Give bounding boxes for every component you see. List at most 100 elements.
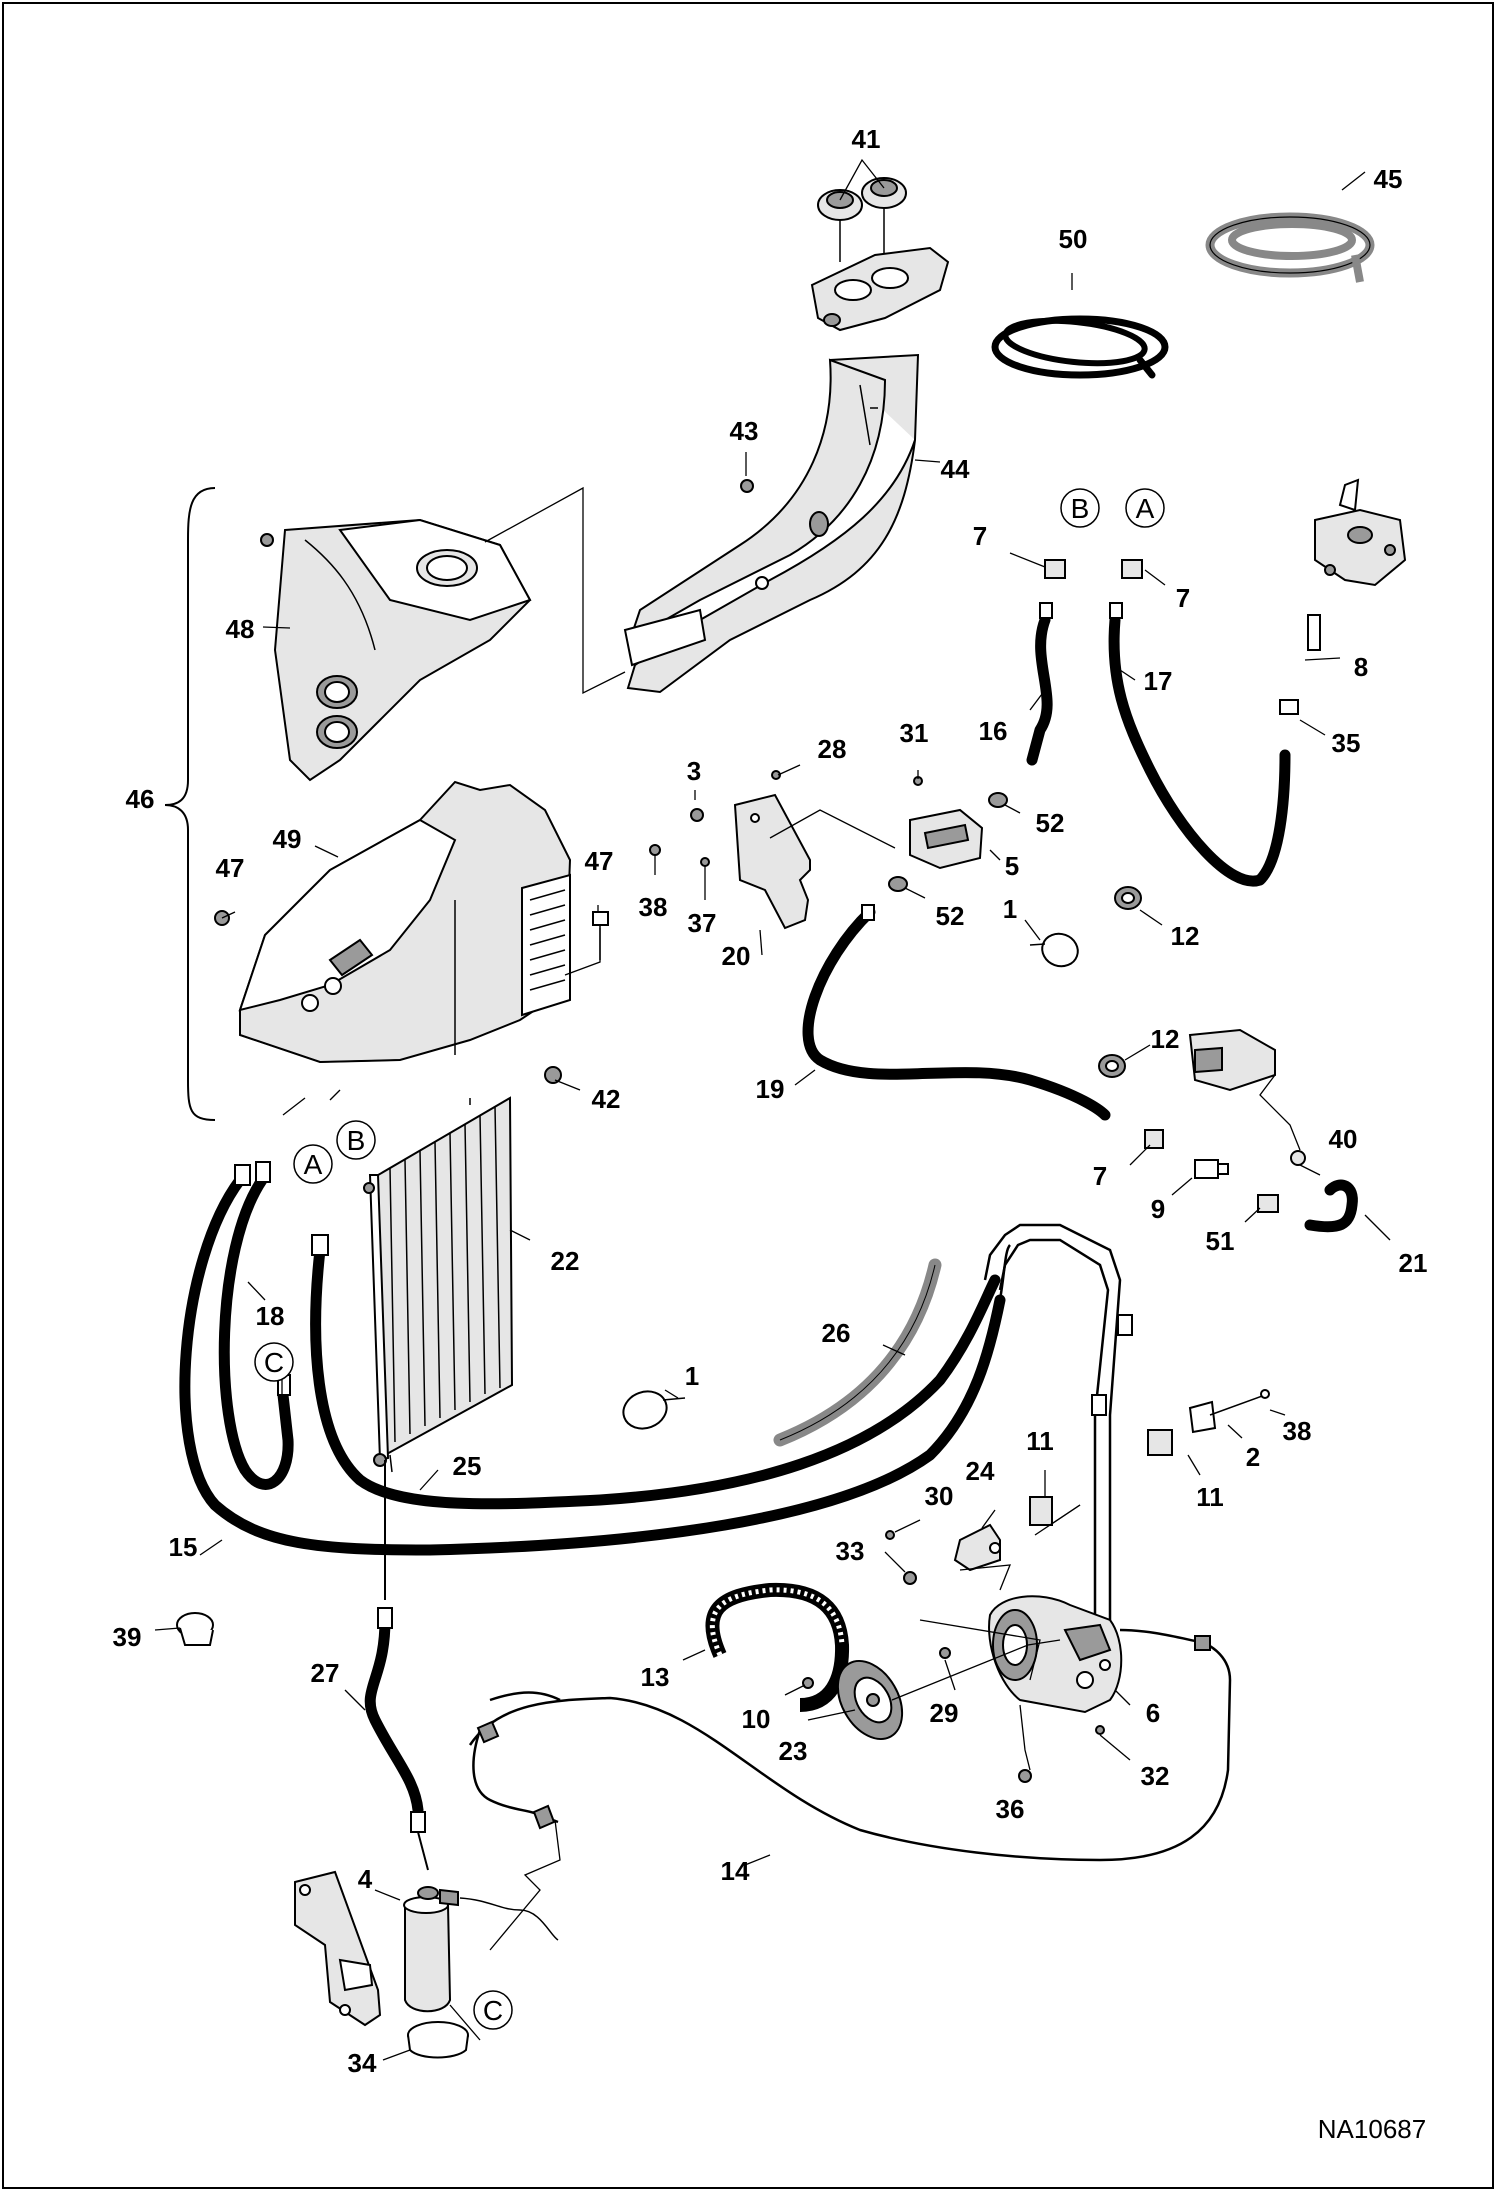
callout-50: 50 (1059, 224, 1088, 254)
belt-13 (705, 1582, 850, 1712)
ref-circle-B-left (336, 1120, 376, 1160)
callout-32: 32 (1141, 1761, 1170, 1791)
receiver-drier-4 (403, 1886, 559, 2013)
pulley-23 (836, 1660, 904, 1740)
hose-21 (1304, 1179, 1358, 1233)
clamp-51 (1257, 1194, 1279, 1213)
callout-42: 42 (592, 1084, 621, 1114)
callout-14: 14 (721, 1856, 750, 1886)
callout-4: 4 (358, 1864, 373, 1894)
callout-7-right: 7 (1176, 583, 1190, 613)
clamp-39 (176, 1612, 214, 1646)
callout-28: 28 (818, 734, 847, 764)
ref-circle-A-left (293, 1144, 333, 1184)
callout-51: 51 (1206, 1226, 1235, 1256)
callout-7-lower: 7 (1093, 1161, 1107, 1191)
callout-25: 25 (453, 1451, 482, 1481)
callout-26: 26 (822, 1318, 851, 1348)
small-hardware (802, 1530, 1105, 1783)
bolt-38-right (1209, 1389, 1270, 1416)
hose-clip-7-lower (1144, 1129, 1164, 1149)
callout-34: 34 (348, 2048, 377, 2078)
callout-27: 27 (311, 1658, 340, 1688)
callout-33: 33 (836, 1536, 865, 1566)
callout-1-lower: 1 (685, 1361, 699, 1391)
callout-40: 40 (1329, 1124, 1358, 1154)
cap-52-upper (988, 792, 1008, 808)
cap-52-lower (888, 876, 908, 892)
clip-11-left (1029, 1496, 1053, 1526)
clip-11-right (1147, 1429, 1173, 1456)
callout-41: 41 (852, 124, 881, 154)
hose-16 (1026, 602, 1053, 766)
hose-17 (1108, 602, 1291, 887)
clamp-34 (407, 2021, 469, 2059)
clamp-40 (1290, 1150, 1306, 1166)
callout-labels: 41 45 50 43 44 48 46 49 47 47 42 B A 7 7… (113, 124, 1428, 2144)
nut-42 (544, 1066, 562, 1084)
hose-25 (310, 1234, 1001, 1510)
callout-48: 48 (226, 614, 255, 644)
ref-circle-C-left (254, 1342, 294, 1382)
hose-clip-7-left (1044, 559, 1066, 579)
grommet-43 (740, 479, 754, 493)
callout-38-right: 38 (1283, 1416, 1312, 1446)
callout-1-upper: 1 (1003, 894, 1017, 924)
callout-6: 6 (1146, 1698, 1160, 1728)
bypass-valve (1188, 1028, 1276, 1092)
assembly-bracket-46 (164, 487, 216, 1121)
tube-26 (773, 1258, 942, 1447)
upper-plenum-48 (260, 518, 532, 782)
plate-2 (1188, 1400, 1217, 1434)
hose-coil-50 (991, 315, 1169, 379)
callout-37: 37 (688, 908, 717, 938)
callout-12-upper: 12 (1171, 921, 1200, 951)
callout-35: 35 (1332, 728, 1361, 758)
liquid-line-tube (983, 1223, 1133, 1640)
callout-49: 49 (273, 824, 302, 854)
condenser-22 (363, 1096, 514, 1473)
callout-11-right: 11 (1196, 1482, 1224, 1512)
callout-23: 23 (779, 1736, 808, 1766)
ref-B-top: B (1071, 493, 1090, 524)
vent-housing (810, 246, 950, 332)
bracket-20 (733, 793, 811, 930)
expansion-valve-5 (909, 808, 984, 870)
figure-id: NA10687 (1318, 2114, 1426, 2144)
callout-5: 5 (1005, 851, 1019, 881)
screw-28 (771, 770, 781, 780)
callout-22: 22 (551, 1246, 580, 1276)
evaporator-housing-49 (238, 780, 572, 1064)
ref-circle-B-top (1060, 488, 1100, 528)
ref-A-left: A (304, 1149, 323, 1180)
callout-10: 10 (742, 1704, 771, 1734)
clamp-1-upper (1029, 932, 1079, 968)
callout-7-left: 7 (973, 521, 987, 551)
callout-29: 29 (930, 1698, 959, 1728)
wire-harness-14 (468, 1628, 1232, 1862)
callout-38-left: 38 (639, 892, 668, 922)
callout-36: 36 (996, 1794, 1025, 1824)
compressor-6 (988, 1595, 1123, 1714)
nut-37 (700, 857, 710, 867)
callout-52-lower: 52 (936, 901, 965, 931)
ref-B-left: B (347, 1125, 366, 1156)
compressor-bracket-24 (953, 1523, 1001, 1572)
hose-19 (802, 904, 1111, 1121)
hose-15 (179, 1164, 1006, 1556)
leader-lines (154, 158, 1391, 2061)
callout-13: 13 (641, 1662, 670, 1692)
ref-circle-C-bottom (473, 1990, 513, 2030)
callout-39: 39 (113, 1622, 142, 1652)
ref-C-bottom: C (483, 1995, 503, 2026)
callout-17: 17 (1144, 666, 1173, 696)
fitting-8 (1307, 614, 1321, 651)
callout-2: 2 (1246, 1442, 1260, 1472)
callout-24: 24 (966, 1456, 995, 1486)
callout-20: 20 (722, 941, 751, 971)
callout-47-right: 47 (585, 846, 614, 876)
grommet-12-upper (1114, 886, 1142, 910)
washer-3 (690, 808, 704, 822)
